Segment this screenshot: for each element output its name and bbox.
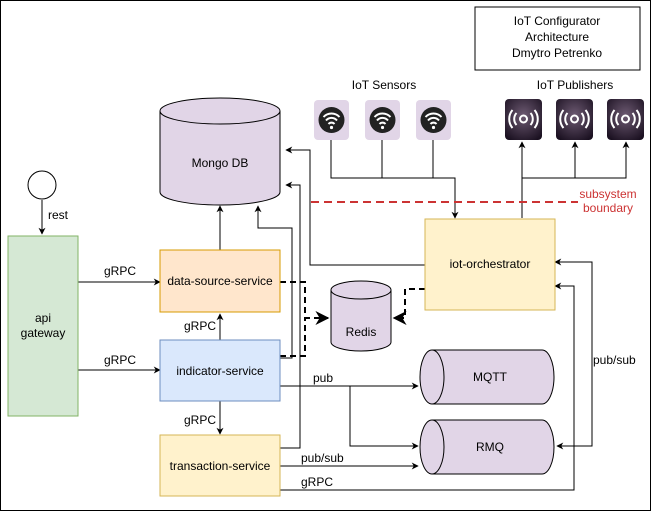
transaction-service-label: transaction-service <box>170 459 271 473</box>
edge-label-pubsub-tx: pub/sub <box>301 451 344 465</box>
edge-label-grpc-tx-orch: gRPC <box>301 475 333 489</box>
title-line3: Dmytro Petrenko <box>512 46 602 60</box>
edge-orch-redis <box>392 288 425 325</box>
publisher-3[interactable] <box>607 99 644 140</box>
indicator-service-label: indicator-service <box>176 364 264 378</box>
broadcast-icon <box>508 109 539 129</box>
connectors <box>38 140 630 491</box>
edge-tx-mongo <box>280 181 301 449</box>
redis-label: Redis <box>346 325 377 339</box>
title-box: IoT Configurator Architecture Dmytro Pet… <box>474 6 641 71</box>
edge-orch-rmq <box>554 258 593 450</box>
client-node[interactable] <box>27 170 57 200</box>
redis-connectors <box>280 281 425 357</box>
api-gateway-label-line1: api <box>35 311 51 325</box>
wifi-signal-icon <box>420 107 447 133</box>
title-line2: Architecture <box>525 30 589 44</box>
api-gateway-label-line2: gateway <box>21 326 66 340</box>
edge-label-pub: pub <box>313 371 333 385</box>
edge-label-rest: rest <box>48 208 69 222</box>
broadcast-icon <box>559 109 590 129</box>
edge-orch-mongo <box>285 146 425 266</box>
mongo-db-node[interactable]: Mongo DB <box>159 97 281 206</box>
title-line1: IoT Configurator <box>514 14 601 28</box>
indicator-service-node[interactable]: indicator-service <box>159 339 281 402</box>
boundary-label-line2: boundary <box>583 201 633 215</box>
edge-label-pubsub-orch: pub/sub <box>593 353 636 367</box>
edge-ind-rmq <box>349 386 419 450</box>
publisher-1[interactable] <box>505 99 542 140</box>
sensor-1[interactable] <box>314 100 349 140</box>
transaction-service-node[interactable]: transaction-service <box>159 434 281 497</box>
mongo-db-label: Mongo DB <box>192 156 249 170</box>
data-source-service-node[interactable]: data-source-service <box>159 249 281 313</box>
data-source-service-label: data-source-service <box>167 274 273 288</box>
edge-ind-mongo <box>254 205 293 359</box>
sensor-2[interactable] <box>365 100 400 140</box>
rmq-node[interactable]: RMQ <box>419 419 555 475</box>
edge-tx-orch <box>280 282 575 491</box>
publishers-group-label: IoT Publishers <box>537 78 613 92</box>
edge-sensors-orch <box>330 140 459 219</box>
boundary-label-line1: subsystem <box>579 187 636 201</box>
redis-node[interactable]: Redis <box>330 280 392 352</box>
wifi-signal-icon <box>318 107 345 133</box>
mqtt-node[interactable]: MQTT <box>419 349 555 405</box>
mqtt-label: MQTT <box>473 370 508 384</box>
sensors-group-label: IoT Sensors <box>352 78 416 92</box>
edge-ind-redis <box>280 318 306 357</box>
sensor-3[interactable] <box>416 100 451 140</box>
edge-label-grpc-gw-ind: gRPC <box>104 353 136 367</box>
publisher-2[interactable] <box>556 99 593 140</box>
edge-label-grpc-ind-tx: gRPC <box>184 413 216 427</box>
iot-orchestrator-label: iot-orchestrator <box>450 257 531 271</box>
edge-ds-redis <box>280 281 330 325</box>
edge-label-grpc-gw-ds: gRPC <box>104 264 136 278</box>
broadcast-icon <box>610 109 641 129</box>
rmq-label: RMQ <box>476 440 504 454</box>
edge-orch-publishers <box>521 141 630 218</box>
wifi-signal-icon <box>369 107 396 133</box>
api-gateway-node[interactable]: api gateway <box>7 235 79 417</box>
subsystem-boundary: subsystem boundary <box>311 187 637 215</box>
iot-orchestrator-node[interactable]: iot-orchestrator <box>424 218 556 311</box>
edge-label-grpc-ind-ds: gRPC <box>184 319 216 333</box>
